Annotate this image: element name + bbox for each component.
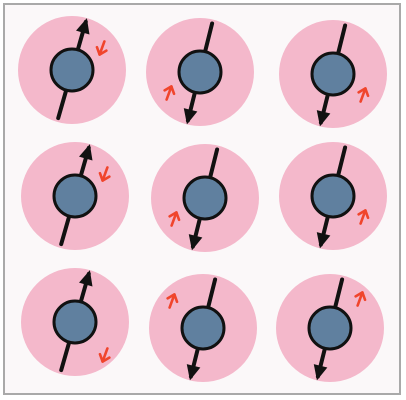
core-r3c3 xyxy=(309,307,351,349)
core-r1c2 xyxy=(179,51,221,93)
core-r2c3 xyxy=(312,175,354,217)
core-r1c3 xyxy=(312,53,354,95)
core-r1c1 xyxy=(51,49,93,91)
core-r2c2 xyxy=(184,177,226,219)
core-r2c1 xyxy=(54,175,96,217)
core-r3c2 xyxy=(182,307,224,349)
core-r3c1 xyxy=(54,301,96,343)
